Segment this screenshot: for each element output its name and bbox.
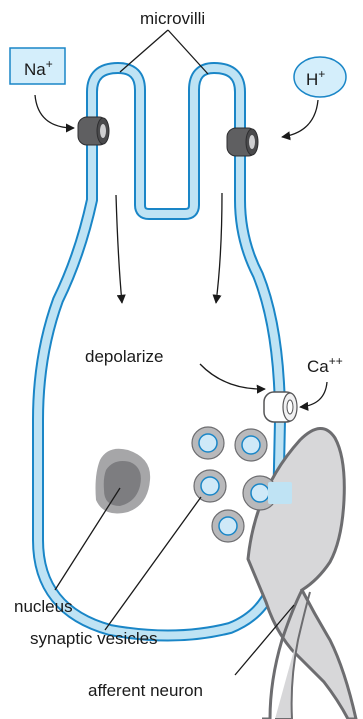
synaptic-vesicles-label: synaptic vesicles <box>30 629 158 648</box>
synaptic-vesicle <box>194 470 226 502</box>
synaptic-vesicle <box>192 427 224 459</box>
right-inward-arrow <box>216 193 222 303</box>
nucleus-label: nucleus <box>14 597 73 616</box>
synaptic-vesicle <box>212 510 244 542</box>
depolarize-label: depolarize <box>85 347 163 366</box>
sodium-ion-box: Na+ <box>10 48 65 84</box>
neurotransmitter-release <box>268 482 292 504</box>
nucleus-pointer <box>55 488 120 590</box>
calcium-channel <box>264 392 297 422</box>
nucleus <box>96 449 151 514</box>
hydrogen-ion-badge: H+ <box>294 57 346 97</box>
afferent-neuron-label: afferent neuron <box>88 681 203 700</box>
hydrogen-arrow <box>282 100 318 137</box>
left-ion-channel <box>78 117 109 145</box>
microvilli-pointer-left <box>120 30 168 72</box>
microvilli-pointer-right <box>168 30 208 74</box>
depolarize-arrow <box>200 364 265 389</box>
right-ion-channel <box>227 128 258 156</box>
sodium-arrow <box>35 95 74 128</box>
left-inward-arrow <box>116 195 122 303</box>
afferent-neuron <box>248 428 356 719</box>
calcium-arrow <box>300 382 327 407</box>
synaptic-vesicles-pointer <box>105 497 201 630</box>
calcium-ion-label: Ca++ <box>307 354 343 376</box>
microvilli-label: microvilli <box>140 9 205 28</box>
synaptic-vesicle <box>235 429 267 461</box>
